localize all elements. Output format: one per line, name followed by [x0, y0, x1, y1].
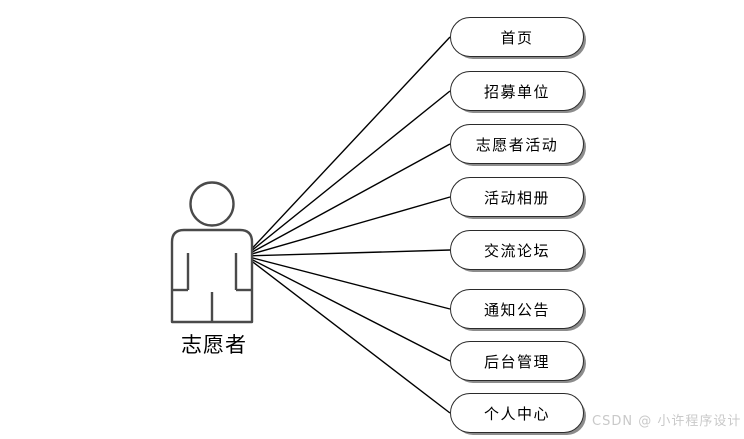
watermark-text: CSDN @ 小许程序设计: [592, 414, 742, 429]
association-line: [244, 255, 451, 414]
use-case-label: 通知公告: [483, 300, 550, 319]
use-case-node[interactable]: 活动相册: [450, 177, 584, 217]
use-case-node[interactable]: 后台管理: [450, 341, 584, 381]
use-case-label: 个人中心: [483, 404, 550, 423]
use-case-label: 志愿者活动: [475, 135, 559, 154]
association-line: [244, 196, 451, 257]
use-case-label: 后台管理: [483, 352, 550, 371]
association-line: [244, 255, 451, 310]
association-line: [244, 36, 451, 257]
use-case-label: 招募单位: [483, 82, 550, 101]
use-case-node[interactable]: 志愿者活动: [450, 124, 584, 164]
actor-volunteer[interactable]: [168, 180, 260, 328]
use-case-label: 首页: [500, 28, 534, 47]
use-case-node[interactable]: 个人中心: [450, 393, 584, 433]
use-case-label: 活动相册: [483, 188, 550, 207]
association-line: [244, 143, 451, 257]
use-case-node[interactable]: 首页: [450, 17, 584, 57]
association-line: [244, 255, 451, 362]
use-case-node[interactable]: 交流论坛: [450, 230, 584, 270]
use-case-label: 交流论坛: [483, 241, 550, 260]
association-line: [244, 249, 451, 257]
use-case-node[interactable]: 招募单位: [450, 71, 584, 111]
association-line: [244, 90, 451, 257]
actor-label: 志愿者: [181, 333, 247, 357]
use-case-node[interactable]: 通知公告: [450, 289, 584, 329]
actor-person-icon: [170, 181, 254, 324]
